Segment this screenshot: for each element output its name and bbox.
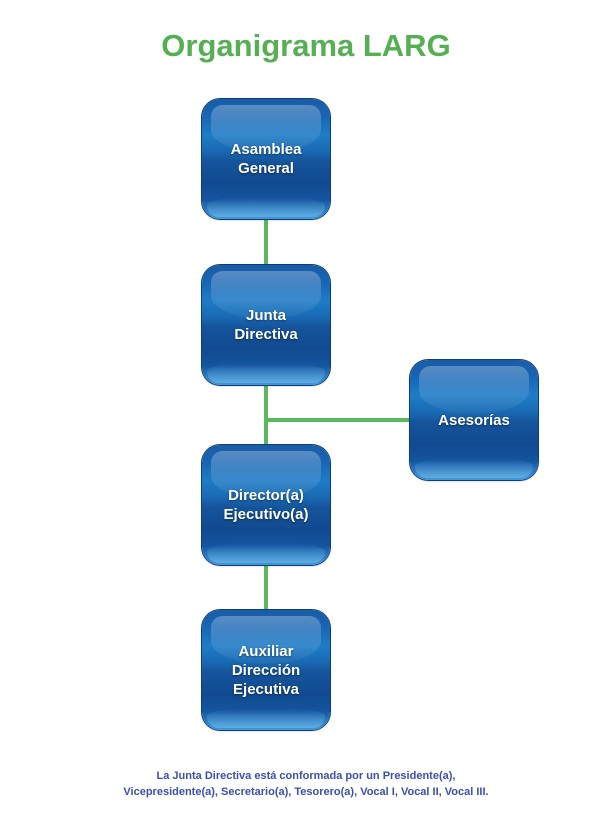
connector-director-to-auxiliar bbox=[264, 565, 268, 610]
node-asamblea-general[interactable]: Asamblea General bbox=[202, 99, 330, 219]
page-title: Organigrama LARG bbox=[161, 28, 451, 63]
node-label-junta-directiva: Junta Directiva bbox=[234, 307, 298, 343]
node-label-director-ejecutivo: Director(a) Ejecutivo(a) bbox=[223, 487, 309, 523]
node-label-asesorias: Asesorías bbox=[438, 411, 510, 429]
node-label-auxiliar-direccion-ejecutiva: Auxiliar Dirección Ejecutiva bbox=[231, 642, 301, 698]
node-asesorias[interactable]: Asesorías bbox=[410, 360, 538, 480]
footer-note: La Junta Directiva está conformada por u… bbox=[123, 770, 489, 798]
connector-junta-to-asesorias bbox=[264, 418, 412, 422]
node-auxiliar-direccion-ejecutiva[interactable]: Auxiliar Dirección Ejecutiva bbox=[202, 610, 330, 730]
connector-asamblea-to-junta bbox=[264, 219, 268, 265]
node-label-asamblea-general: Asamblea General bbox=[230, 141, 302, 177]
node-junta-directiva[interactable]: Junta Directiva bbox=[202, 265, 330, 385]
connector-junta-to-director bbox=[264, 385, 268, 445]
node-director-ejecutivo[interactable]: Director(a) Ejecutivo(a) bbox=[202, 445, 330, 565]
